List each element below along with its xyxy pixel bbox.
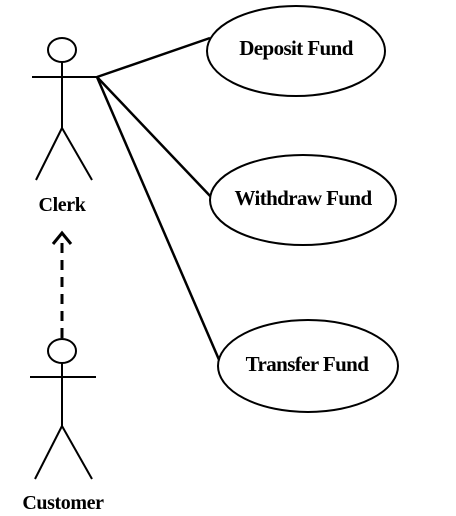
actor-customer-label: Customer xyxy=(22,492,104,514)
actor-customer[interactable]: Customer xyxy=(22,338,105,514)
use-case-transfer-label: Transfer Fund xyxy=(246,352,370,376)
actor-clerk[interactable]: Clerk xyxy=(32,37,97,216)
use-case-transfer[interactable]: Transfer Fund xyxy=(217,319,399,413)
actor-clerk-head xyxy=(47,37,77,63)
association-lines xyxy=(95,36,222,363)
use-case-withdraw-ellipse xyxy=(209,154,397,246)
actor-clerk-right-leg xyxy=(61,127,93,181)
use-case-deposit-label: Deposit Fund xyxy=(239,36,354,60)
use-case-withdraw[interactable]: Withdraw Fund xyxy=(209,154,397,246)
use-case-deposit[interactable]: Deposit Fund xyxy=(206,5,386,97)
dependency-arrowhead xyxy=(51,230,73,245)
actor-customer-head xyxy=(47,338,77,364)
association-clerk-transfer xyxy=(95,76,222,363)
actor-clerk-label: Clerk xyxy=(39,194,87,216)
actor-customer-left-leg xyxy=(34,425,63,480)
association-clerk-withdraw xyxy=(96,76,213,199)
actor-clerk-left-leg xyxy=(35,127,63,181)
use-case-withdraw-label: Withdraw Fund xyxy=(234,186,372,210)
use-case-transfer-ellipse xyxy=(217,319,399,413)
dependency-customer-to-clerk xyxy=(51,230,73,338)
association-clerk-deposit xyxy=(96,36,211,79)
use-case-deposit-ellipse xyxy=(206,5,386,97)
actor-customer-right-leg xyxy=(61,425,93,480)
